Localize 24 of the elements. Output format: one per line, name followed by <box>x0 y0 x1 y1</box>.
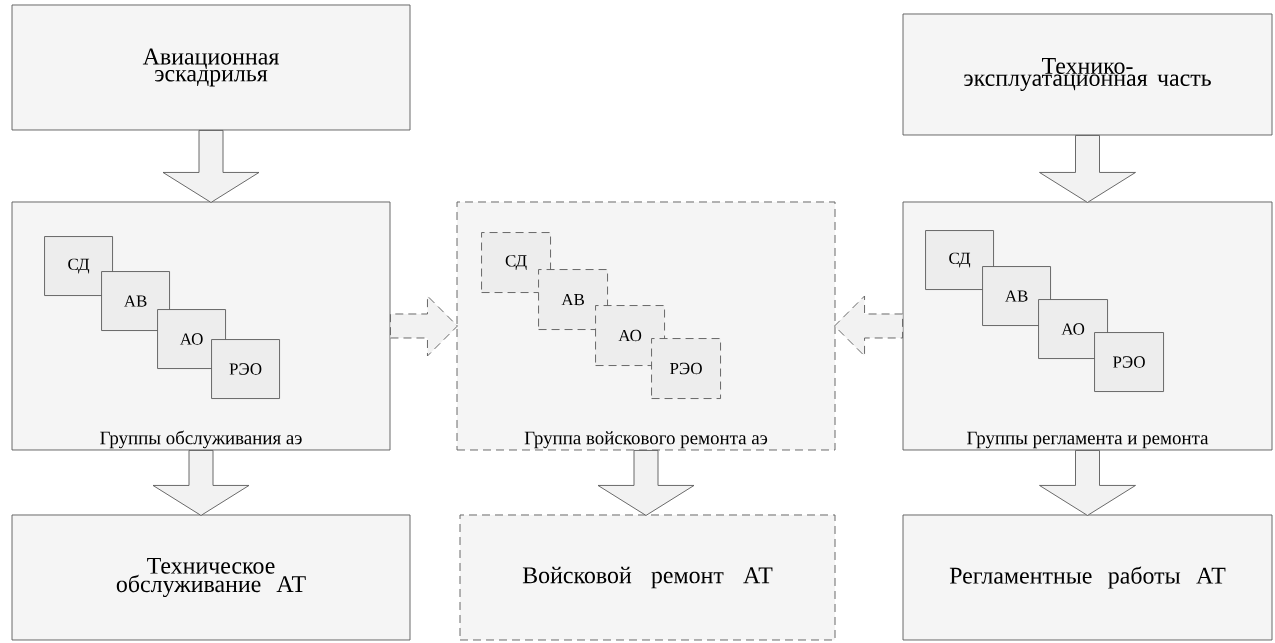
process-box: Регламентные работы АТ <box>902 514 1273 641</box>
unit-box: АВ <box>101 271 170 331</box>
unit-box: РЭО <box>651 338 721 399</box>
unit-box: РЭО <box>1094 332 1164 392</box>
process-box: Технико-эксплуатационная часть <box>902 13 1273 136</box>
process-box: Войсковой ремонт АТ <box>459 514 836 641</box>
block-arrow <box>1039 450 1136 516</box>
unit-box: АО <box>1038 299 1108 359</box>
block-arrow <box>390 295 458 357</box>
unit-box: АВ <box>538 269 608 330</box>
unit-box: АВ <box>982 266 1051 326</box>
process-box: Техническое обслуживание АТ <box>11 514 411 641</box>
unit-box: АО <box>157 309 226 369</box>
block-arrow <box>597 450 695 516</box>
block-arrow <box>152 450 250 516</box>
unit-box: РЭО <box>211 339 280 399</box>
block-arrow <box>834 295 903 357</box>
unit-box: СД <box>44 236 113 296</box>
unit-box: СД <box>925 230 994 290</box>
unit-box: СД <box>481 232 551 293</box>
block-arrow <box>162 130 260 203</box>
process-box: Авиационная эскадрилья <box>11 4 411 131</box>
block-arrow <box>1039 135 1136 203</box>
unit-box: АО <box>595 305 665 366</box>
